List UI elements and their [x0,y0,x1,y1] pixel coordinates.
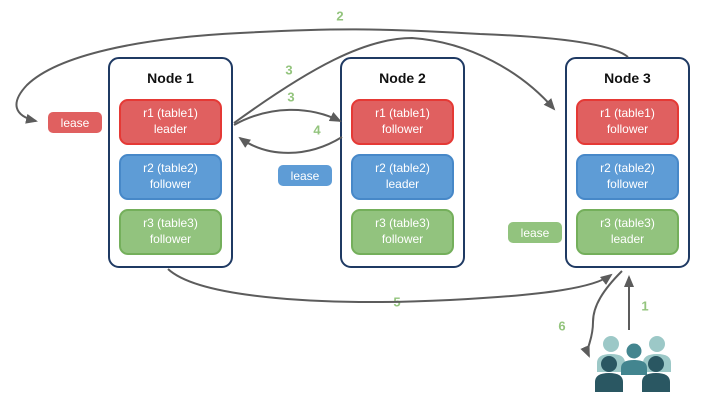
node-2-replica-r1: r1 (table1) follower [351,99,454,145]
node-3-replica-r1: r1 (table1) follower [576,99,679,145]
replica-role: leader [385,177,420,191]
step-label-2: 2 [336,8,344,24]
node-3-replica-r3: r3 (table3) leader [576,209,679,255]
replica-role: leader [610,232,645,246]
replica-role: follower [606,177,649,191]
replica-role: leader [153,122,188,136]
lease-badge-table3: lease [508,222,562,243]
replica-name: r3 (table3) [143,216,198,231]
node-3-title: Node 3 [604,70,651,86]
node-1: Node 1 r1 (table1) leader r2 (table2) fo… [108,57,233,268]
step-label-5: 5 [393,294,401,310]
replica-role: follower [606,122,649,136]
node-2-title: Node 2 [379,70,426,86]
step-label-6: 6 [558,318,566,334]
users-icon [595,336,671,392]
replica-name: r1 (table1) [143,106,198,121]
node-1-replica-r3: r3 (table3) follower [119,209,222,255]
step-label-4: 4 [313,122,321,138]
replica-name: r2 (table2) [600,161,655,176]
replica-role: follower [381,122,424,136]
node-2-replica-r2: r2 (table2) leader [351,154,454,200]
lease-badge-table1: lease [48,112,102,133]
node-3: Node 3 r1 (table1) follower r2 (table2) … [565,57,690,268]
arrow-step-3-to-node2 [233,108,342,126]
step-label-3b: 3 [287,89,295,105]
replica-role: follower [149,232,192,246]
replica-name: r1 (table1) [375,106,430,121]
replica-name: r3 (table3) [375,216,430,231]
replica-role: follower [381,232,424,246]
node-2: Node 2 r1 (table1) follower r2 (table2) … [340,57,465,268]
replica-role: follower [149,177,192,191]
node-1-replica-r1: r1 (table1) leader [119,99,222,145]
arrow-step-5 [167,268,613,303]
node-2-replica-r3: r3 (table3) follower [351,209,454,255]
step-label-1: 1 [641,298,649,314]
replica-name: r2 (table2) [143,161,198,176]
arrow-step-6 [580,270,623,358]
replica-name: r2 (table2) [375,161,430,176]
node-1-replica-r2: r2 (table2) follower [119,154,222,200]
lease-badge-table2: lease [278,165,332,186]
node-3-replica-r2: r2 (table2) follower [576,154,679,200]
node-1-title: Node 1 [147,70,194,86]
replica-name: r3 (table3) [600,216,655,231]
step-label-3a: 3 [285,62,293,78]
arrow-step-4 [238,136,343,154]
replica-name: r1 (table1) [600,106,655,121]
